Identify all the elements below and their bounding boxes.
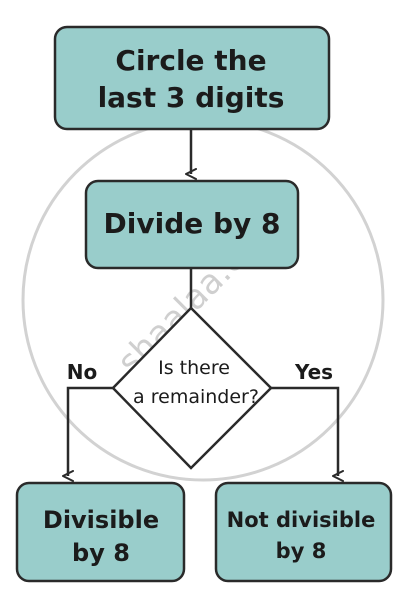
- decision-diamond: [111, 306, 273, 470]
- node-decision-remainder: Is there a remainder?: [111, 306, 273, 470]
- edge-decision-no: [62, 386, 113, 482]
- decision-text-line1: Is there: [158, 357, 230, 379]
- node-text-line1: Divisible: [43, 506, 159, 534]
- node-not-divisible-by-8: Not divisible by 8: [214, 481, 393, 583]
- node-box: [53, 25, 331, 131]
- node-text-line1: Divide by 8: [104, 207, 281, 240]
- edge-label-yes: Yes: [294, 360, 333, 384]
- node-text-line2: by 8: [276, 539, 327, 563]
- node-text-line2: last 3 digits: [98, 81, 285, 114]
- node-text-line2: by 8: [72, 539, 130, 567]
- node-box: [15, 481, 186, 583]
- edge-decision-yes: [271, 386, 344, 482]
- node-box: [84, 179, 300, 270]
- node-text-line1: Not divisible: [227, 508, 376, 532]
- edges: [62, 129, 344, 482]
- node-box: [214, 481, 393, 583]
- decision-text-line2: a remainder?: [133, 386, 259, 408]
- node-divisible-by-8: Divisible by 8: [15, 481, 186, 583]
- node-text-line1: Circle the: [115, 44, 266, 77]
- node-divide-by-8: Divide by 8: [84, 179, 300, 270]
- edge-label-no: No: [67, 360, 97, 384]
- node-circle-last-3-digits: Circle the last 3 digits: [53, 25, 331, 131]
